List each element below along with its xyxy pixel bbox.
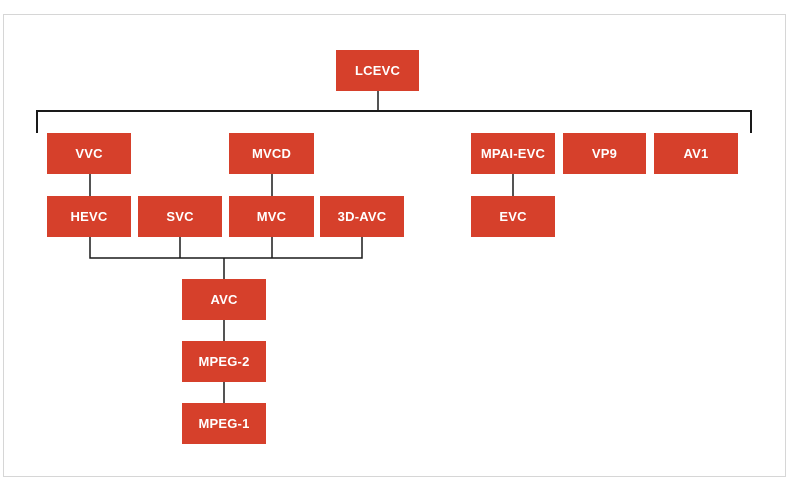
node-lcevc: LCEVC <box>336 50 419 91</box>
top-bracket <box>36 110 752 133</box>
node-hevc: HEVC <box>47 196 131 237</box>
node-vvc: VVC <box>47 133 131 174</box>
diagram-frame <box>3 14 786 477</box>
node-svc: SVC <box>138 196 222 237</box>
node-mvc: MVC <box>229 196 314 237</box>
node-evc: EVC <box>471 196 555 237</box>
node-mvcd: MVCD <box>229 133 314 174</box>
node-avc: AVC <box>182 279 266 320</box>
node-3d-avc: 3D-AVC <box>320 196 404 237</box>
node-mpai-evc: MPAI-EVC <box>471 133 555 174</box>
node-mpeg-1: MPEG-1 <box>182 403 266 444</box>
bottom-bracket <box>89 236 363 259</box>
node-mpeg-2: MPEG-2 <box>182 341 266 382</box>
node-av1: AV1 <box>654 133 738 174</box>
node-vp9: VP9 <box>563 133 646 174</box>
